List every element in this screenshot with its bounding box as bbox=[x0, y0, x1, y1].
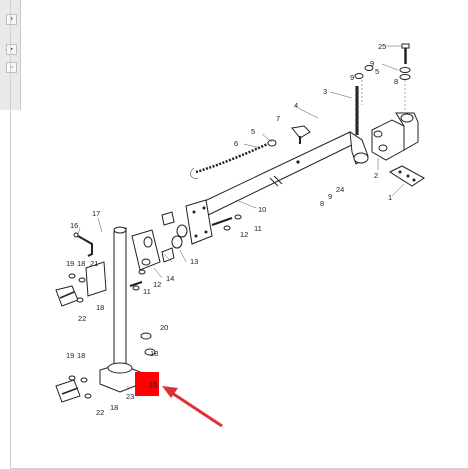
chain-6 bbox=[190, 139, 277, 179]
callout-24: 24 bbox=[336, 185, 344, 194]
callout-5: 5 bbox=[375, 67, 379, 76]
callout-11: 11 bbox=[254, 224, 262, 233]
clamp-block-2 bbox=[371, 112, 419, 161]
callout-4: 4 bbox=[294, 101, 298, 110]
callout-22: 22 bbox=[78, 314, 86, 323]
handle-knob-7 bbox=[291, 125, 311, 144]
callout-1: 1 bbox=[388, 193, 392, 202]
pin-16 bbox=[73, 232, 93, 257]
callout-7: 7 bbox=[276, 114, 280, 123]
callout-19: 19 bbox=[66, 351, 74, 360]
callout-8: 8 bbox=[394, 77, 398, 86]
callout-18: 18 bbox=[77, 351, 85, 360]
leader-lines bbox=[77, 45, 405, 390]
bolt-25-assembly bbox=[354, 43, 411, 110]
print-icon: ▪ bbox=[10, 46, 13, 53]
callout-14: 14 bbox=[166, 274, 174, 283]
callout-9: 9 bbox=[328, 192, 332, 201]
callout-15: 15 bbox=[149, 380, 157, 389]
callout-12: 12 bbox=[153, 280, 161, 289]
pointer-arrow bbox=[162, 386, 223, 428]
callout-8: 8 bbox=[320, 199, 324, 208]
washers-20 bbox=[140, 332, 156, 356]
adapter-plate-10 bbox=[185, 199, 213, 245]
bushings bbox=[161, 211, 188, 263]
base-collar-23 bbox=[99, 362, 141, 393]
expand-icon: + bbox=[9, 16, 14, 23]
bolt-11-lower bbox=[129, 269, 146, 291]
callout-18: 18 bbox=[150, 349, 158, 358]
callout-23: 23 bbox=[126, 392, 134, 401]
expand-button[interactable]: + bbox=[6, 14, 17, 25]
plate-1 bbox=[388, 165, 425, 187]
callout-17: 17 bbox=[92, 209, 100, 218]
callout-6: 6 bbox=[234, 139, 238, 148]
callout-21: 21 bbox=[90, 259, 98, 268]
clamp-21-assembly bbox=[55, 261, 107, 307]
horizontal-tube-4 bbox=[189, 130, 369, 219]
callout-13: 13 bbox=[190, 257, 198, 266]
callout-18: 18 bbox=[110, 403, 118, 412]
page-icon: ▫ bbox=[10, 64, 13, 71]
callout-5: 5 bbox=[251, 127, 255, 136]
lower-clamp-assembly bbox=[55, 375, 92, 403]
print-button[interactable]: ▪ bbox=[6, 44, 17, 55]
callout-11: 11 bbox=[143, 287, 151, 296]
callout-18: 18 bbox=[77, 259, 85, 268]
highlight-box-15[interactable] bbox=[135, 372, 159, 396]
callout-2: 2 bbox=[374, 171, 378, 180]
callout-3: 3 bbox=[323, 87, 327, 96]
clamp-bracket-14 bbox=[131, 229, 161, 271]
callout-labels: 25 9 5 9 8 3 4 7 5 6 2 1 24 9 8 10 17 16… bbox=[66, 42, 398, 417]
page-button[interactable]: ▫ bbox=[6, 62, 17, 73]
callout-19: 19 bbox=[66, 259, 74, 268]
vertical-post-17 bbox=[113, 226, 127, 369]
callout-9: 9 bbox=[350, 73, 354, 82]
callout-20: 20 bbox=[160, 323, 168, 332]
bolt-11-upper bbox=[211, 214, 242, 231]
callout-18: 18 bbox=[96, 303, 104, 312]
callout-10: 10 bbox=[258, 205, 266, 214]
threaded-rod-3 bbox=[354, 86, 360, 135]
callout-22: 22 bbox=[96, 408, 104, 417]
callout-9: 9 bbox=[370, 59, 374, 68]
callout-12: 12 bbox=[240, 230, 248, 239]
callout-25: 25 bbox=[378, 42, 386, 51]
callout-16: 16 bbox=[70, 221, 78, 230]
